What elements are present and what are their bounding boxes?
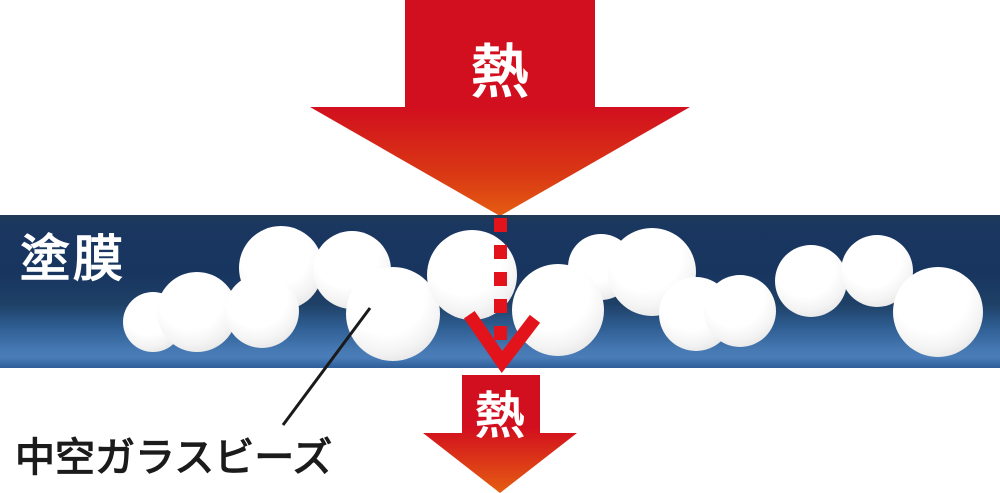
heat-top-label: 熱 <box>470 40 529 105</box>
glass-bead <box>775 245 847 317</box>
glass-bead <box>893 267 983 357</box>
glass-bead <box>225 274 299 348</box>
glass-bead <box>512 264 604 356</box>
heat-arrow-top-icon <box>310 0 690 216</box>
hollow-glass-beads-label: 中空ガラスビーズ <box>15 436 333 480</box>
coating-film-label: 塗膜 <box>20 231 126 287</box>
glass-bead <box>704 275 776 347</box>
glass-bead <box>346 267 440 361</box>
heat-bottom-label: 熱 <box>475 388 525 444</box>
glass-bead <box>157 272 237 352</box>
glass-bead <box>427 230 517 320</box>
heat-arrow-bottom-icon <box>423 375 577 493</box>
